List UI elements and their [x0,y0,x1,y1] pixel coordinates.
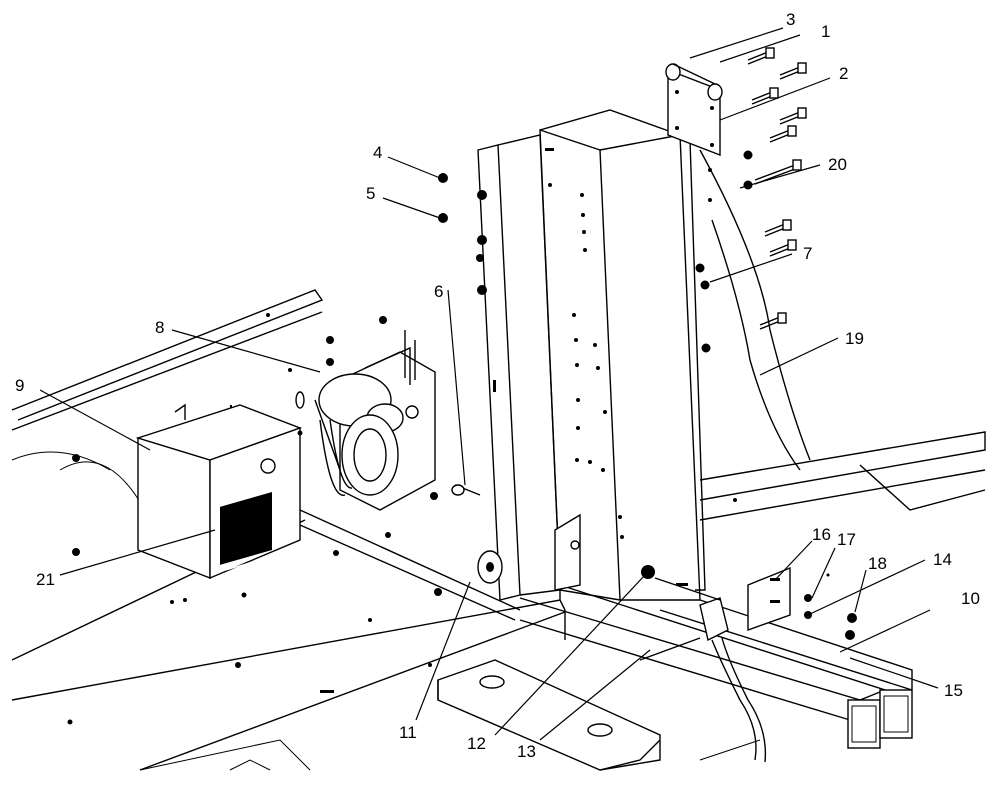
callout-19: 19 [845,329,864,348]
callout-7: 7 [803,244,812,263]
callout-13: 13 [517,742,536,761]
hex-bolts [695,47,807,353]
callout-16: 16 [812,525,831,544]
top-bracket [665,63,723,157]
cross-member [437,659,661,771]
winch-cover [135,403,303,595]
callout-15: 15 [944,681,963,700]
square-tube-rails [519,584,913,761]
pulley-and-brackets [477,513,857,763]
callout-11: 11 [399,723,417,742]
callout-14: 14 [933,550,952,569]
callout-2: 2 [839,64,848,83]
callout-5: 5 [366,184,375,203]
callout-18: 18 [868,554,887,573]
callout-1: 1 [821,22,830,41]
callout-4: 4 [373,143,382,162]
callout-21: 21 [36,570,55,589]
callout-10: 10 [961,589,980,608]
callout-8: 8 [155,318,164,337]
vertical-posts [477,109,811,601]
callout-17: 17 [837,530,856,549]
callout-labels: 1 2 3 4 5 6 7 8 9 10 11 12 13 14 15 16 1… [15,10,980,761]
callout-3: 3 [786,10,795,29]
winch-assembly [314,330,481,511]
callout-6: 6 [434,282,443,301]
callout-20: 20 [828,155,847,174]
callout-9: 9 [15,376,24,395]
rear-rail [699,431,986,521]
callout-12: 12 [467,734,486,753]
leader-lines [39,27,939,741]
hex-nuts [72,173,487,596]
